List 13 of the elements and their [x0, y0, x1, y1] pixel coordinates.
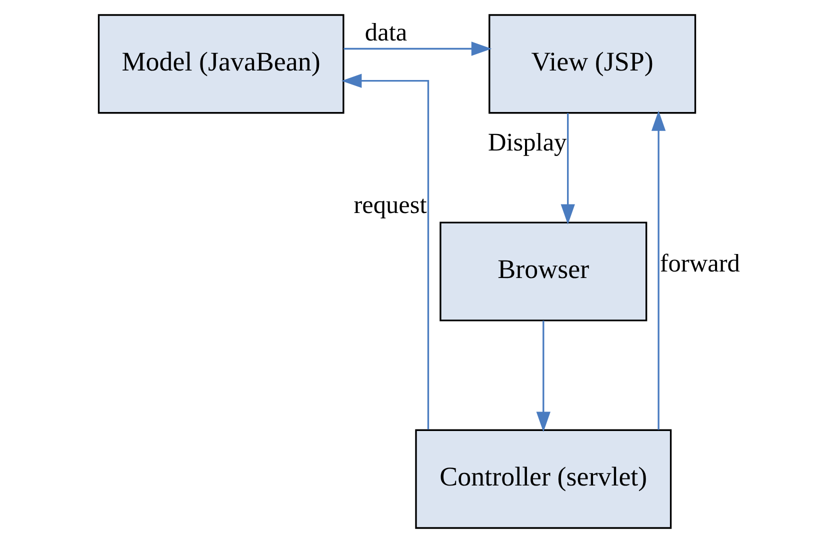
edge-label: data	[364, 18, 408, 46]
node-box: View (JSP)	[488, 14, 696, 114]
arrow	[651, 110, 666, 430]
edge-label: forward	[660, 249, 740, 278]
edge-label: request	[354, 190, 427, 219]
arrow	[344, 42, 492, 56]
arrow	[341, 74, 430, 430]
node-box: Model (JavaBean)	[98, 14, 344, 114]
node-box: Controller (servlet)	[415, 429, 672, 529]
arrow	[560, 113, 575, 224]
node-box: Browser	[440, 222, 648, 322]
arrow	[536, 320, 550, 432]
edge-label: Display	[488, 128, 567, 157]
